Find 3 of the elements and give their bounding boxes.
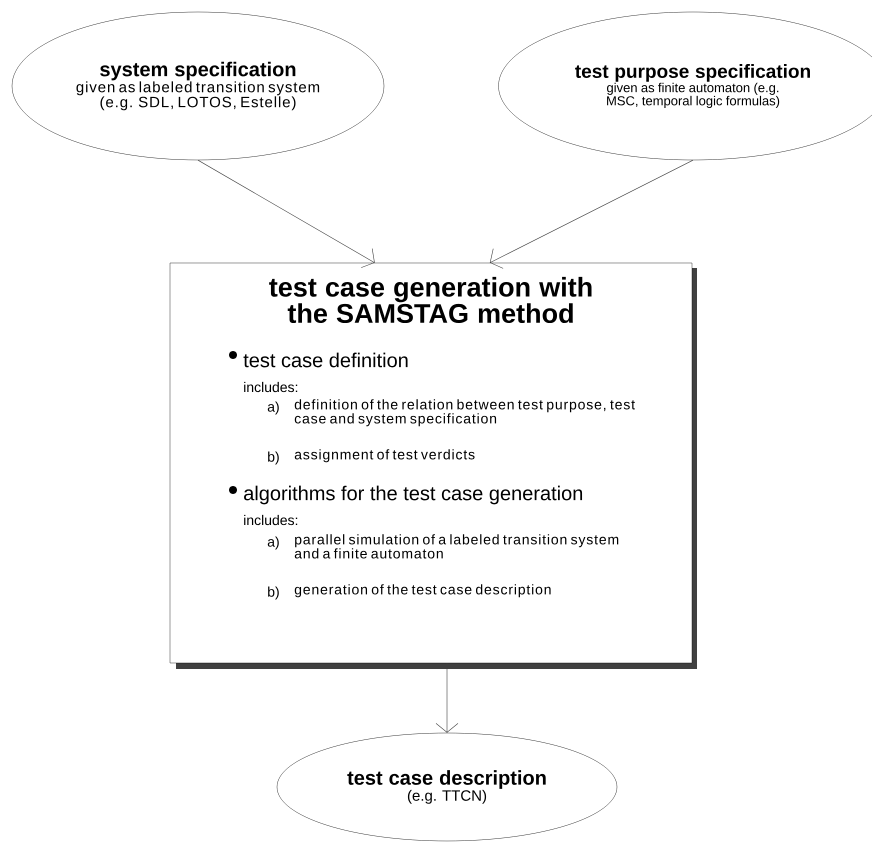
arrow [198, 160, 375, 268]
arrow [490, 160, 694, 269]
arrow [436, 662, 458, 733]
